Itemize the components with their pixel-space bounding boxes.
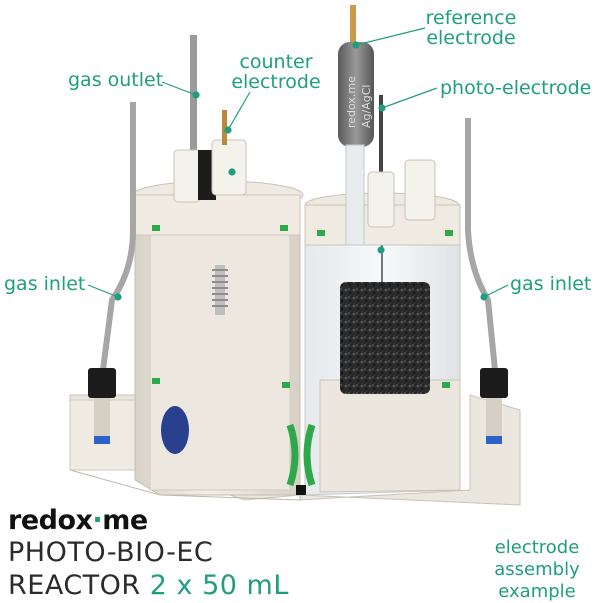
brand-suffix: me [102, 505, 148, 536]
counter-label-line2: electrode [231, 71, 321, 93]
left-chamber [132, 180, 304, 496]
membrane-seal [286, 423, 316, 495]
reference-label-line1: reference [425, 7, 517, 29]
ref-type-text: Ag/AgCl [360, 85, 373, 128]
leader-lines [87, 27, 509, 301]
right-chamber [304, 192, 461, 496]
title-volume: 2 x 50 mL [149, 570, 289, 601]
right-gas-tube [465, 118, 508, 444]
example-line-3: example [498, 581, 576, 602]
photo-electrode-label: photo-electrode [440, 77, 592, 99]
example-line-2: assembly [494, 559, 580, 580]
gas-outlet-label: gas outlet [68, 69, 164, 91]
side-window [161, 406, 189, 454]
reference-electrode: redox.me Ag/AgCl [338, 5, 374, 246]
right-fittings [367, 95, 436, 228]
ref-brand-text: redox.me [345, 76, 358, 128]
title-line-2-prefix: REACTOR [8, 570, 150, 601]
gas-inlet-right-label: gas inlet [510, 273, 592, 295]
example-line-1: electrode [494, 537, 580, 558]
photo-electrode-block [340, 282, 430, 394]
left-gas-tube [88, 102, 136, 444]
brand-logo: redox·me [8, 505, 148, 536]
title-line-2: REACTOR 2 x 50 mL [8, 570, 289, 601]
reference-label-line2: electrode [426, 27, 516, 49]
counter-label-line1: counter [239, 51, 313, 73]
counter-coil [215, 265, 225, 315]
title-line-1: PHOTO-BIO-EC [8, 537, 214, 568]
reference-electrode-label: reference electrode [425, 8, 517, 48]
gas-inlet-left-label: gas inlet [4, 273, 86, 295]
electrode-assembly-example-label: electrode assembly example [482, 537, 592, 603]
brand-prefix: redox [8, 505, 93, 536]
counter-electrode-label: counter electrode [230, 52, 322, 92]
brand-accent: · [92, 505, 103, 536]
